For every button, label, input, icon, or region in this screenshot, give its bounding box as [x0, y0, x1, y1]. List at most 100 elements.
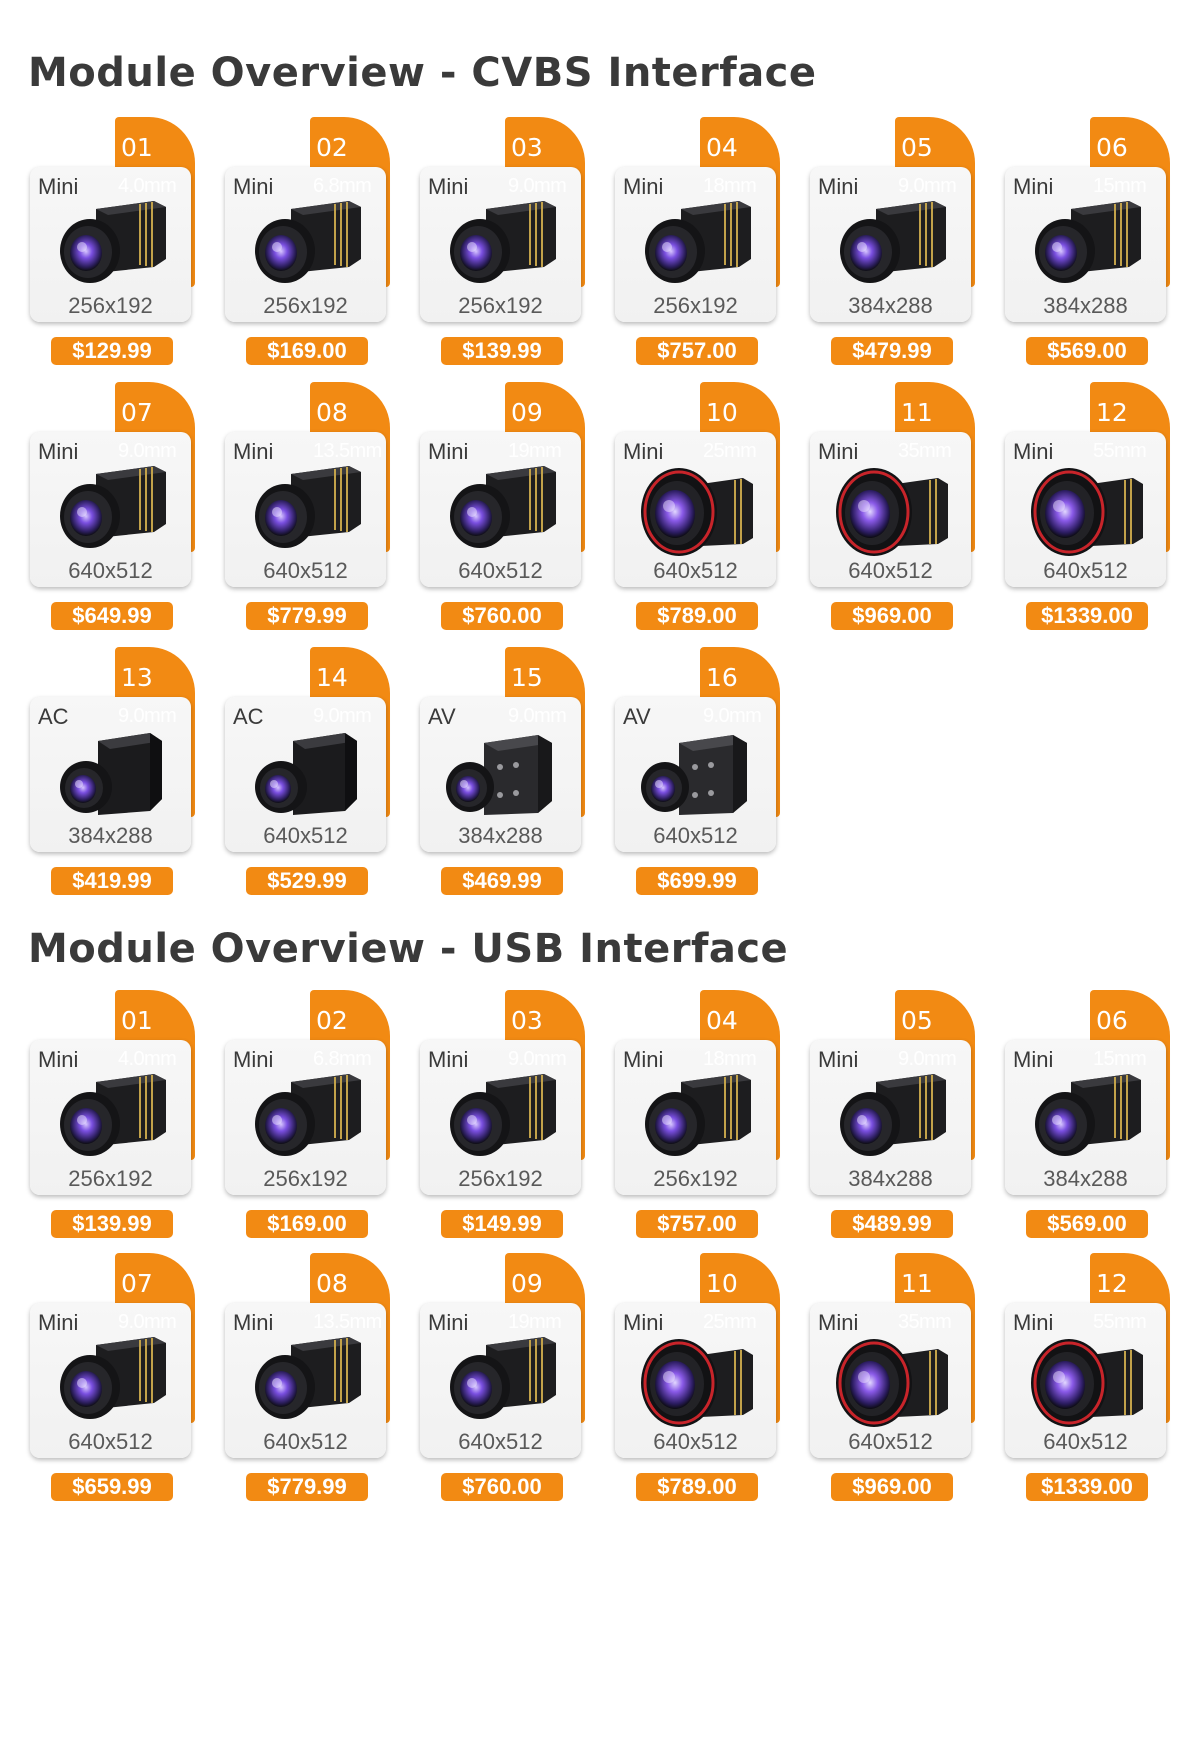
focal-length: 19mm: [508, 1311, 562, 1333]
module-type: AC: [233, 704, 264, 729]
module-resolution: 640x512: [653, 823, 738, 848]
section-title-cvbs: Module Overview - CVBS Interface: [28, 50, 817, 96]
module-resolution: 640x512: [263, 1429, 348, 1454]
module-type: Mini: [38, 1047, 79, 1072]
price-badge: $569.00: [1026, 337, 1148, 365]
price-badge: $469.99: [441, 867, 563, 895]
module-resolution: 384x288: [848, 1166, 933, 1191]
module-type: AV: [428, 704, 456, 729]
module-type: Mini: [233, 1310, 274, 1335]
focal-length: 9.0mm: [703, 705, 762, 727]
module-resolution: 384x288: [1043, 293, 1128, 318]
module-type: Mini: [38, 439, 79, 464]
module-resolution: 640x512: [458, 1429, 543, 1454]
module-type: Mini: [428, 439, 469, 464]
module-number: 05: [901, 133, 933, 162]
price-badge: $969.00: [831, 602, 953, 630]
mini-camera-icon: [46, 195, 182, 299]
price-badge: $779.99: [246, 602, 368, 630]
large-lens-camera-icon: [631, 460, 767, 564]
module-number: 01: [121, 1006, 153, 1035]
module-number: 04: [706, 133, 738, 162]
focal-length: 9.0mm: [118, 705, 177, 727]
focal-length: 18mm: [703, 175, 757, 197]
price-badge: $129.99: [51, 337, 173, 365]
focal-length: 35mm: [898, 1311, 952, 1333]
module-number: 16: [706, 663, 738, 692]
focal-length: 13.5mm: [313, 440, 382, 462]
module-resolution: 640x512: [68, 558, 153, 583]
large-lens-camera-icon: [631, 1331, 767, 1435]
mini-camera-icon: [241, 460, 377, 564]
module-type: Mini: [1013, 1310, 1054, 1335]
module-resolution: 640x512: [458, 558, 543, 583]
module-number: 07: [121, 1269, 153, 1298]
module-number: 12: [1096, 1269, 1128, 1298]
module-number: 13: [121, 663, 153, 692]
module-type: Mini: [233, 1047, 274, 1072]
price-badge: $969.00: [831, 1473, 953, 1501]
module-type: Mini: [818, 174, 859, 199]
module-resolution: 256x192: [68, 293, 153, 318]
module-resolution: 384x288: [68, 823, 153, 848]
price-badge: $569.00: [1026, 1210, 1148, 1238]
focal-length: 25mm: [703, 440, 757, 462]
module-type: AV: [623, 704, 651, 729]
module-number: 05: [901, 1006, 933, 1035]
mini-camera-icon: [631, 1068, 767, 1172]
focal-length: 9.0mm: [898, 175, 957, 197]
mini-camera-icon: [436, 460, 572, 564]
module-type: Mini: [818, 1310, 859, 1335]
module-type: Mini: [623, 439, 664, 464]
module-resolution: 640x512: [68, 1429, 153, 1454]
mini-camera-icon: [46, 1331, 182, 1435]
module-number: 03: [511, 133, 543, 162]
module-number: 15: [511, 663, 543, 692]
module-resolution: 640x512: [1043, 558, 1128, 583]
focal-length: 18mm: [703, 1048, 757, 1070]
mini-camera-icon: [631, 195, 767, 299]
price-badge: $779.99: [246, 1473, 368, 1501]
module-type: Mini: [38, 174, 79, 199]
module-type: Mini: [623, 1310, 664, 1335]
focal-length: 6.8mm: [313, 175, 372, 197]
module-resolution: 256x192: [263, 1166, 348, 1191]
mini-camera-icon: [46, 1068, 182, 1172]
module-type: Mini: [1013, 1047, 1054, 1072]
module-type: Mini: [428, 1047, 469, 1072]
mini-camera-icon: [1021, 195, 1157, 299]
focal-length: 55mm: [1093, 1311, 1147, 1333]
module-number: 01: [121, 133, 153, 162]
price-badge: $1339.00: [1026, 1473, 1148, 1501]
focal-length: 9.0mm: [508, 705, 567, 727]
large-lens-camera-icon: [1021, 460, 1157, 564]
